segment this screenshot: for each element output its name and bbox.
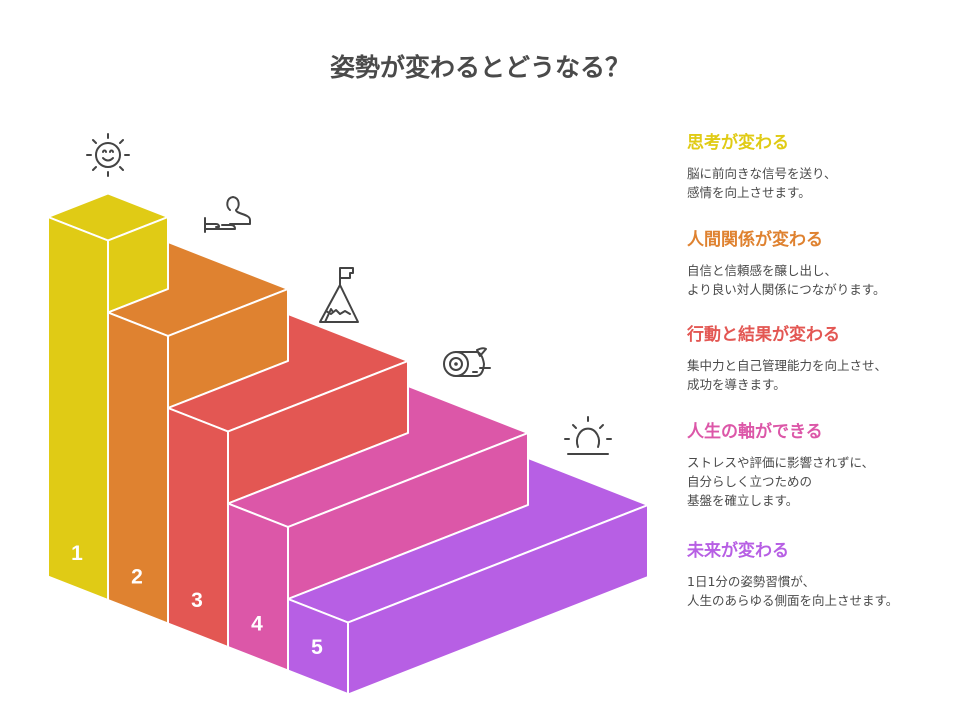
step-4-body: ストレスや評価に影響されずに、 自分らしく立つための 基盤を確立します。	[687, 455, 875, 508]
log-icon	[443, 347, 491, 377]
step-2-description: 人間関係が変わる 自信と信頼感を醸し出し、 より良い対人関係につながります。	[687, 229, 957, 299]
step-2-number: 2	[131, 566, 143, 589]
step-4-side-face	[227, 502, 289, 672]
step-3-number: 3	[191, 589, 203, 612]
step-3-heading: 行動と結果が変わる	[687, 325, 840, 345]
step-2-body: 自信と信頼感を醸し出し、 より良い対人関係につながります。	[687, 263, 886, 297]
step-5-description: 未来が変わる 1日1分の姿勢習慣が、 人生のあらゆる側面を向上させます。	[687, 540, 957, 610]
step-5-body: 1日1分の姿勢習慣が、 人生のあらゆる側面を向上させます。	[687, 574, 899, 608]
sunrise-icon	[564, 416, 612, 455]
step-3-description: 行動と結果が変わる 集中力と自己管理能力を向上させ、 成功を導きます。	[687, 324, 957, 394]
person-hand-icon	[204, 196, 251, 233]
step-5-heading: 未来が変わる	[687, 541, 789, 561]
step-4-heading: 人生の軸ができる	[687, 422, 823, 442]
step-5-number: 5	[311, 636, 323, 659]
step-4-description: 人生の軸ができる ストレスや評価に影響されずに、 自分らしく立つための 基盤を確…	[687, 421, 957, 510]
mountain-flag-icon	[319, 267, 359, 323]
step-3-body: 集中力と自己管理能力を向上させ、 成功を導きます。	[687, 358, 888, 392]
step-4-number: 4	[251, 613, 263, 636]
step-1-number: 1	[71, 542, 83, 565]
step-1-description: 思考が変わる 脳に前向きな信号を送り、 感情を向上させます。	[687, 132, 957, 202]
step-1-body: 脳に前向きな信号を送り、 感情を向上させます。	[687, 166, 837, 200]
step-2-heading: 人間関係が変わる	[687, 230, 823, 250]
step-1-heading: 思考が変わる	[687, 133, 789, 153]
smiling-sun-icon	[86, 133, 130, 177]
page-title: 姿勢が変わるとどうなる？	[329, 53, 630, 82]
step-5-front-face	[347, 504, 649, 696]
